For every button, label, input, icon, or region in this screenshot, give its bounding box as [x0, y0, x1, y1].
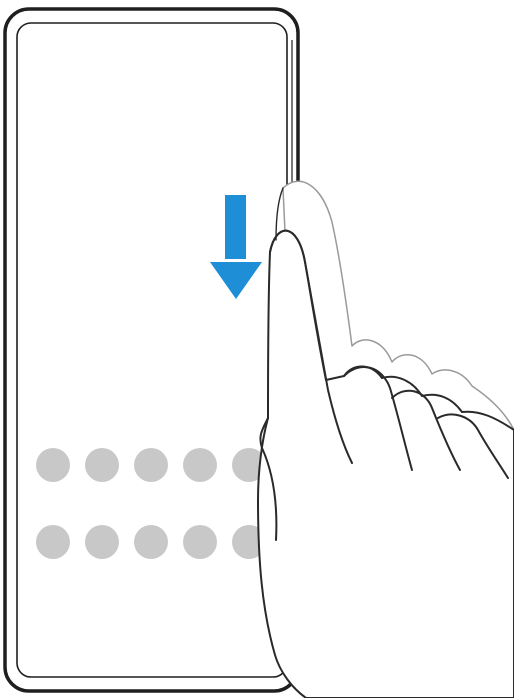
app-icon-placeholder — [85, 448, 119, 482]
app-icon-placeholder — [134, 448, 168, 482]
hand-icon — [258, 188, 514, 698]
phone — [5, 9, 298, 691]
phone-screen — [17, 23, 287, 677]
app-icon-placeholder — [85, 525, 119, 559]
app-icon-placeholder — [183, 448, 217, 482]
app-icon-placeholder — [36, 525, 70, 559]
app-icon-placeholder — [183, 525, 217, 559]
app-icon-placeholder — [36, 448, 70, 482]
app-icon-placeholder — [134, 525, 168, 559]
